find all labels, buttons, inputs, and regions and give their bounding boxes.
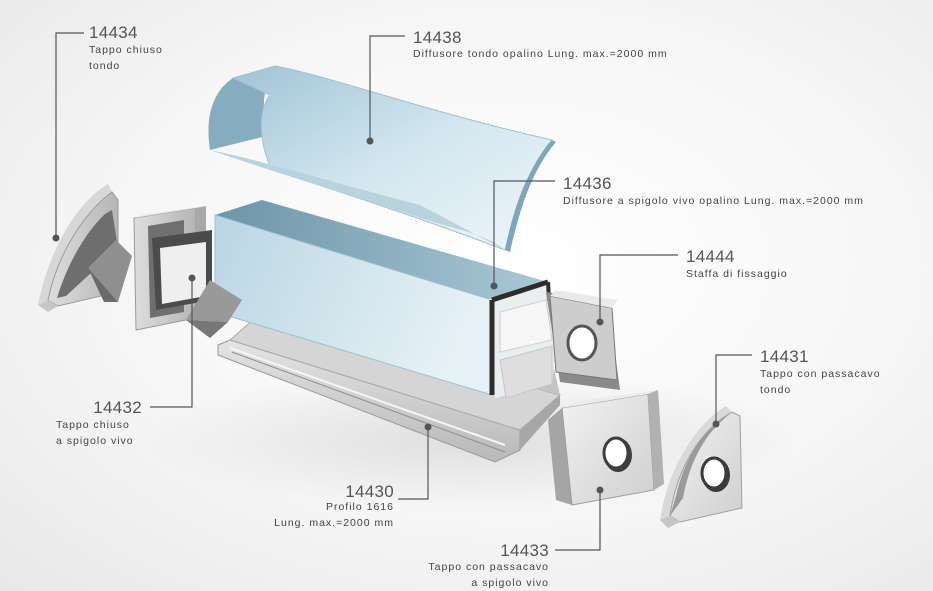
label-code-14434: 14434 [89, 23, 138, 42]
square-cable-cap-part [548, 390, 664, 506]
leader-14431 [715, 354, 752, 424]
round-closed-cap-part [38, 184, 132, 312]
square-diffuser-part [214, 200, 556, 399]
leader-dots [52, 137, 720, 494]
label-desc-14430-line2: Lung. max.=2000 mm [274, 517, 394, 529]
leader-14432 [150, 278, 193, 408]
label-desc-14434-line2: tondo [89, 60, 121, 72]
label-desc-14431-line2: tondo [760, 384, 792, 396]
leader-14438 [369, 35, 405, 141]
round-diffuser-part [208, 65, 556, 252]
label-desc-14433-line2: a spigolo vivo [471, 577, 549, 589]
label-desc-14432-line1: Tappo chiuso [56, 419, 130, 431]
label-code-14436: 14436 [563, 174, 612, 193]
label-code-14444: 14444 [686, 247, 735, 266]
leader-14444 [599, 254, 678, 322]
label-desc-14438-line1: Diffusore tondo opalino Lung. max.=2000 … [413, 48, 668, 60]
leader-14430 [398, 427, 429, 500]
label-desc-14444-line1: Staffa di fissaggio [686, 268, 788, 280]
label-code-14433: 14433 [500, 541, 549, 560]
leader-lines [55, 32, 752, 551]
label-code-14438: 14438 [413, 28, 462, 47]
leader-14434 [55, 32, 84, 238]
label-desc-14431-line1: Tappo con passacavo [760, 368, 881, 380]
label-desc-14436-line1: Diffusore a spigolo vivo opalino Lung. m… [563, 195, 864, 207]
label-desc-14432-line2: a spigolo vivo [56, 435, 134, 447]
label-desc-14430-line1: Profilo 1616 [325, 501, 394, 513]
square-closed-cap-part [133, 206, 242, 338]
label-desc-14433-line1: Tappo con passacavo [428, 561, 549, 573]
leader-14433 [555, 490, 601, 551]
round-cable-cap-part [660, 406, 743, 528]
leader-14436 [493, 180, 555, 286]
label-code-14432: 14432 [93, 398, 142, 417]
label-code-14431: 14431 [760, 347, 809, 366]
label-desc-14434-line1: Tappo chiuso [89, 44, 163, 56]
label-code-14430: 14430 [345, 482, 394, 501]
